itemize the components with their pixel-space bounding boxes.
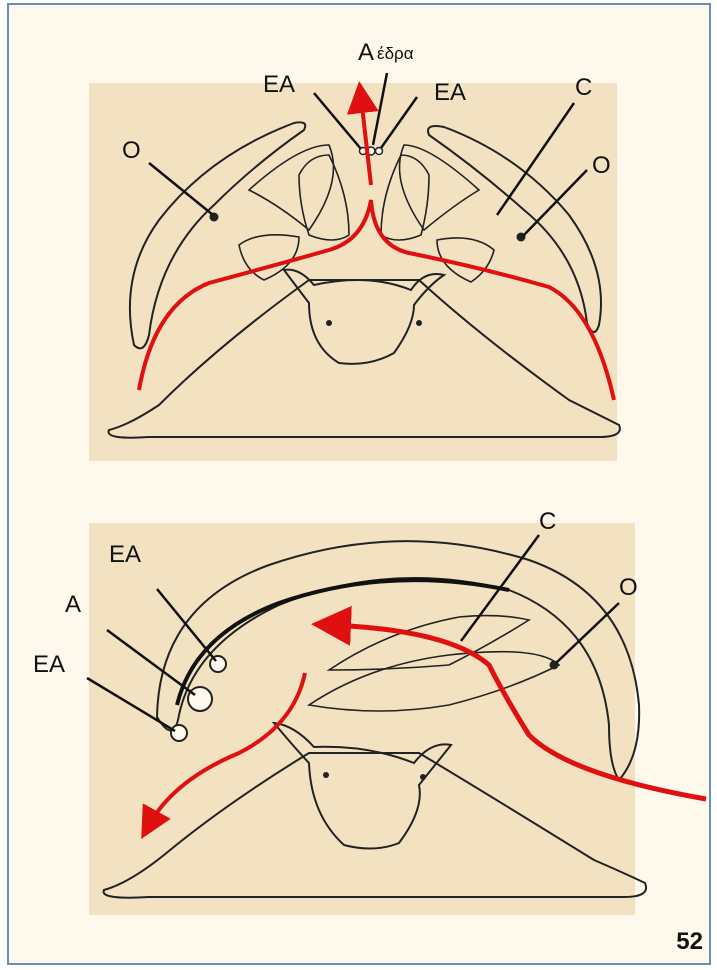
page-number: 52 xyxy=(676,928,703,956)
slide-frame: A έδρα EA EA O C O EA xyxy=(7,3,711,965)
bottom-label-ea-upper: EA xyxy=(109,541,141,568)
top-label-ea-left: EA xyxy=(263,71,295,98)
top-label-anus: A xyxy=(358,39,374,66)
top-eye-left xyxy=(326,320,332,326)
top-label-c: C xyxy=(575,74,592,101)
top-label-ea-right: EA xyxy=(434,79,466,106)
top-ea-opening-right xyxy=(376,148,383,155)
top-label-anus-greek: έδρα xyxy=(377,44,414,63)
bottom-anus-opening xyxy=(188,687,212,711)
top-figure: A έδρα EA EA O C O xyxy=(89,39,620,461)
bottom-label-ea-lower: EA xyxy=(33,651,65,678)
top-label-o-right: O xyxy=(592,152,611,179)
bottom-label-c: C xyxy=(539,508,556,535)
bottom-label-anus: A xyxy=(65,591,81,618)
bottom-label-o: O xyxy=(619,574,638,601)
top-label-o-left: O xyxy=(122,137,141,164)
bottom-figure: EA A EA C O xyxy=(33,508,706,915)
mantle-cavity-diagrams: A έδρα EA EA O C O EA xyxy=(9,5,713,967)
bottom-eye-left xyxy=(323,772,329,778)
bottom-ea-opening-lower xyxy=(171,725,187,741)
top-eye-right xyxy=(416,320,422,326)
bottom-eye-right xyxy=(420,774,426,780)
